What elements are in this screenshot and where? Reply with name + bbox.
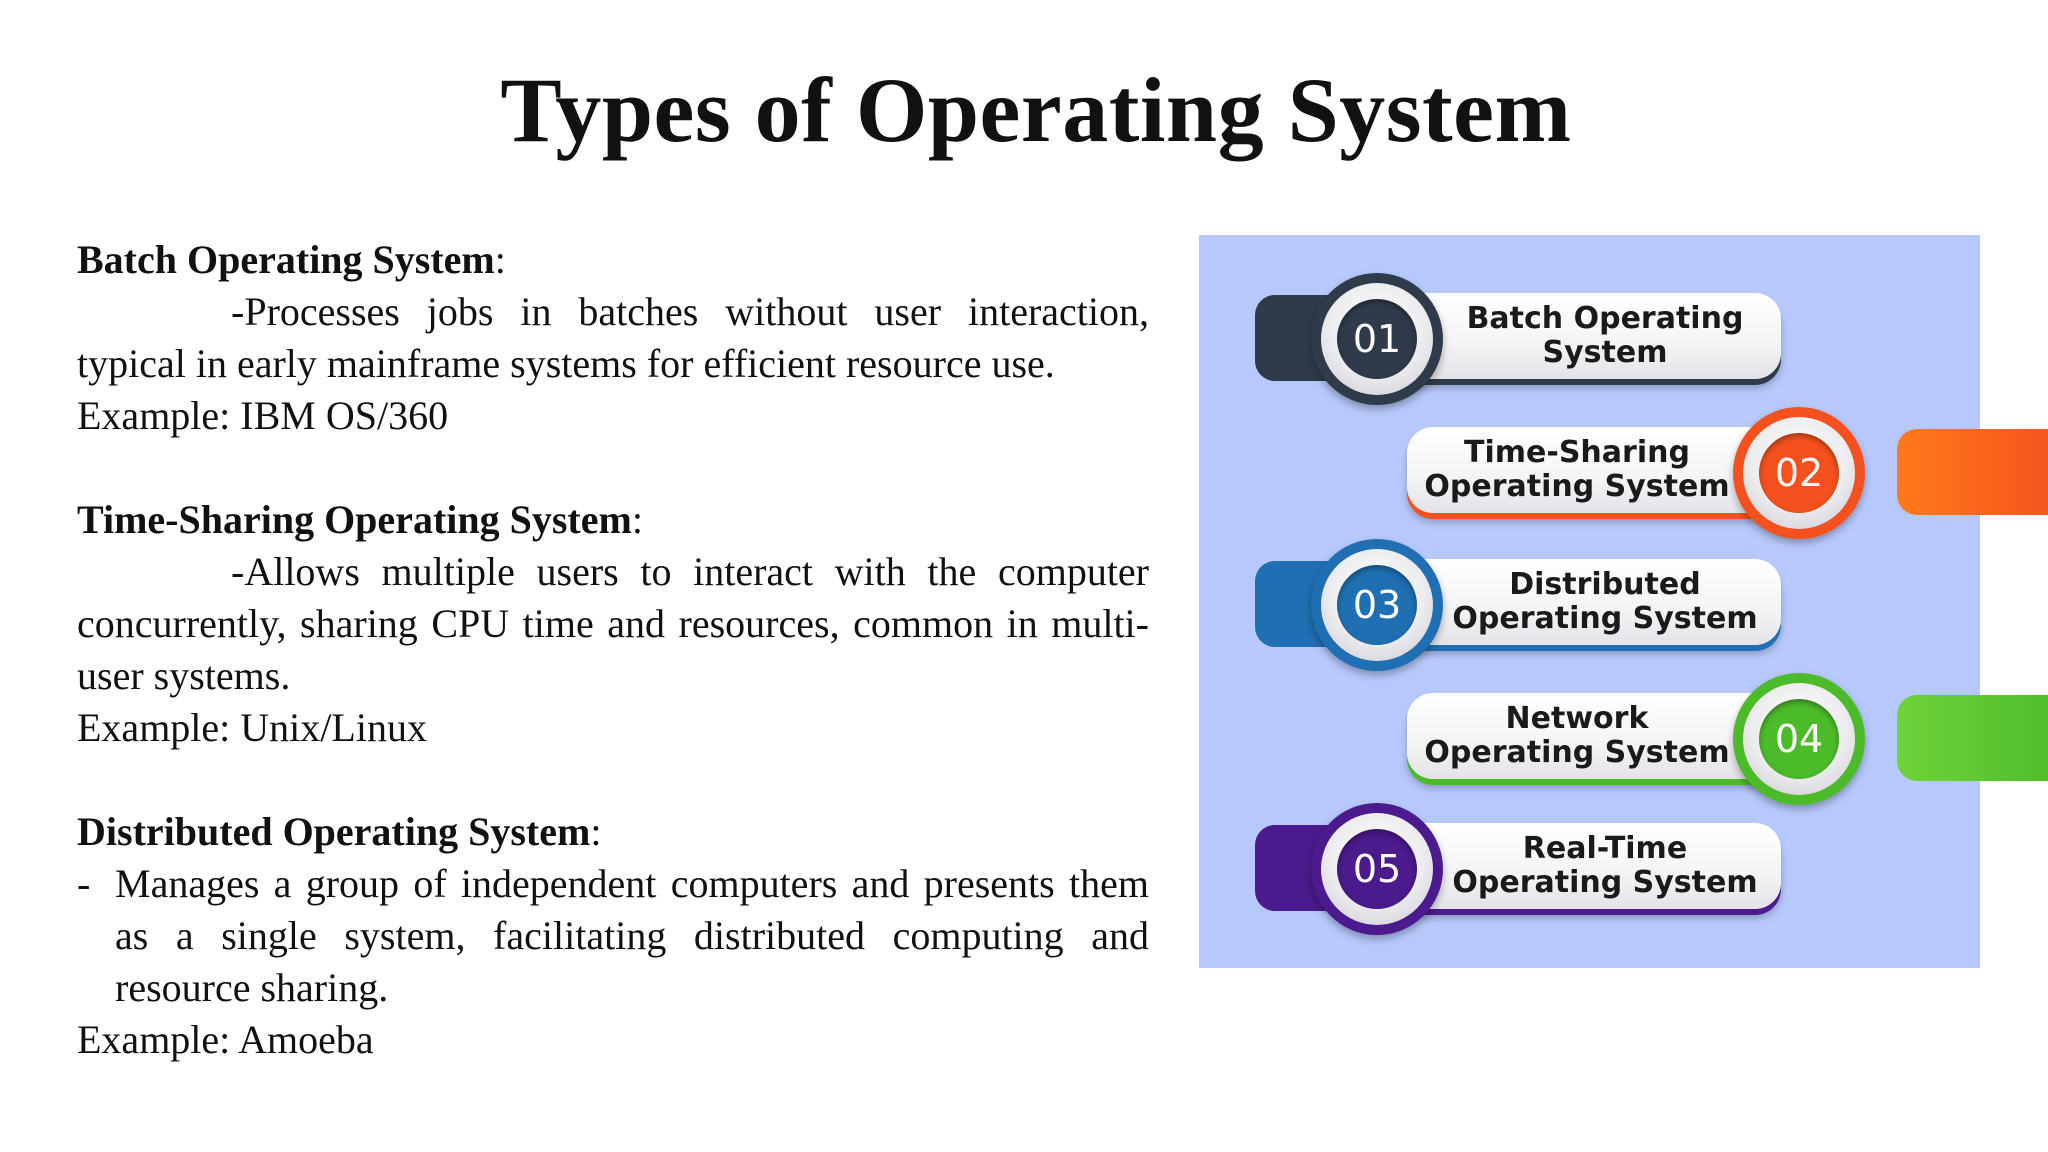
badge-number: 02 [1759,433,1839,513]
bullet-dash: - [77,861,91,906]
section-example: Example: Unix/Linux [77,705,427,750]
number-badge: 05 [1311,803,1443,935]
section-description: -Processes jobs in batches without user … [77,289,1149,386]
number-badge: 03 [1311,539,1443,671]
badge-number: 05 [1337,829,1417,909]
content-column: Batch Operating System: -Processes jobs … [77,234,1149,1066]
section-distributed: Distributed Operating System: - Manages … [77,806,1149,1066]
number-badge: 01 [1311,273,1443,405]
section-heading: Time-Sharing Operating System [77,497,632,542]
section-example: Example: IBM OS/360 [77,393,449,438]
heading-colon: : [590,809,602,854]
color-tab [1897,429,2048,515]
section-heading: Distributed Operating System [77,809,591,854]
section-description: -Allows multiple users to interact with … [77,549,1149,698]
slide-title: Types of Operating System [500,59,1572,161]
badge-number: 04 [1759,699,1839,779]
color-tab [1897,695,2048,781]
section-heading-line: Distributed Operating System: [77,806,1149,858]
section-heading-line: Time-Sharing Operating System: [77,494,1149,546]
heading-colon: : [494,237,506,282]
section-time-sharing: Time-Sharing Operating System: -Allows m… [77,494,1149,754]
badge-number: 03 [1337,565,1417,645]
badge-number: 01 [1337,299,1417,379]
heading-colon: : [631,497,643,542]
section-heading: Batch Operating System [77,237,495,282]
bullet-item: - Manages a group of independent compute… [77,858,1149,1014]
section-description: Manages a group of independent computers… [115,861,1149,1010]
section-example: Example: Amoeba [77,1017,374,1062]
number-badge: 02 [1733,407,1865,539]
section-heading-line: Batch Operating System: [77,234,1149,286]
number-badge: 04 [1733,673,1865,805]
section-batch: Batch Operating System: -Processes jobs … [77,234,1149,442]
